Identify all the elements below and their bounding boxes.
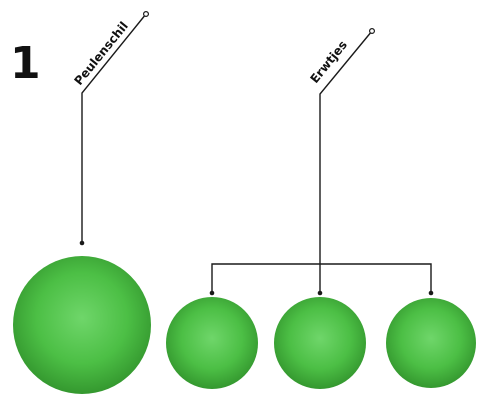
pod-shell-end-dot: [144, 12, 149, 17]
pea-ball-right: [386, 298, 476, 388]
pea-ball-left: [166, 297, 258, 389]
pea-ball-middle: [274, 297, 366, 389]
pod-shell-anchor-dot: [80, 241, 85, 246]
pod-shell-ball: [13, 256, 151, 394]
pod-shell-label: Peulenschil: [71, 19, 131, 88]
peas-end-dot: [370, 29, 375, 34]
pea-anchor-dot-left: [210, 291, 215, 296]
peas-label: Erwtjes: [307, 38, 350, 86]
pea-anchor-dot-middle: [318, 291, 323, 296]
pea-anchor-dot-right: [429, 291, 434, 296]
